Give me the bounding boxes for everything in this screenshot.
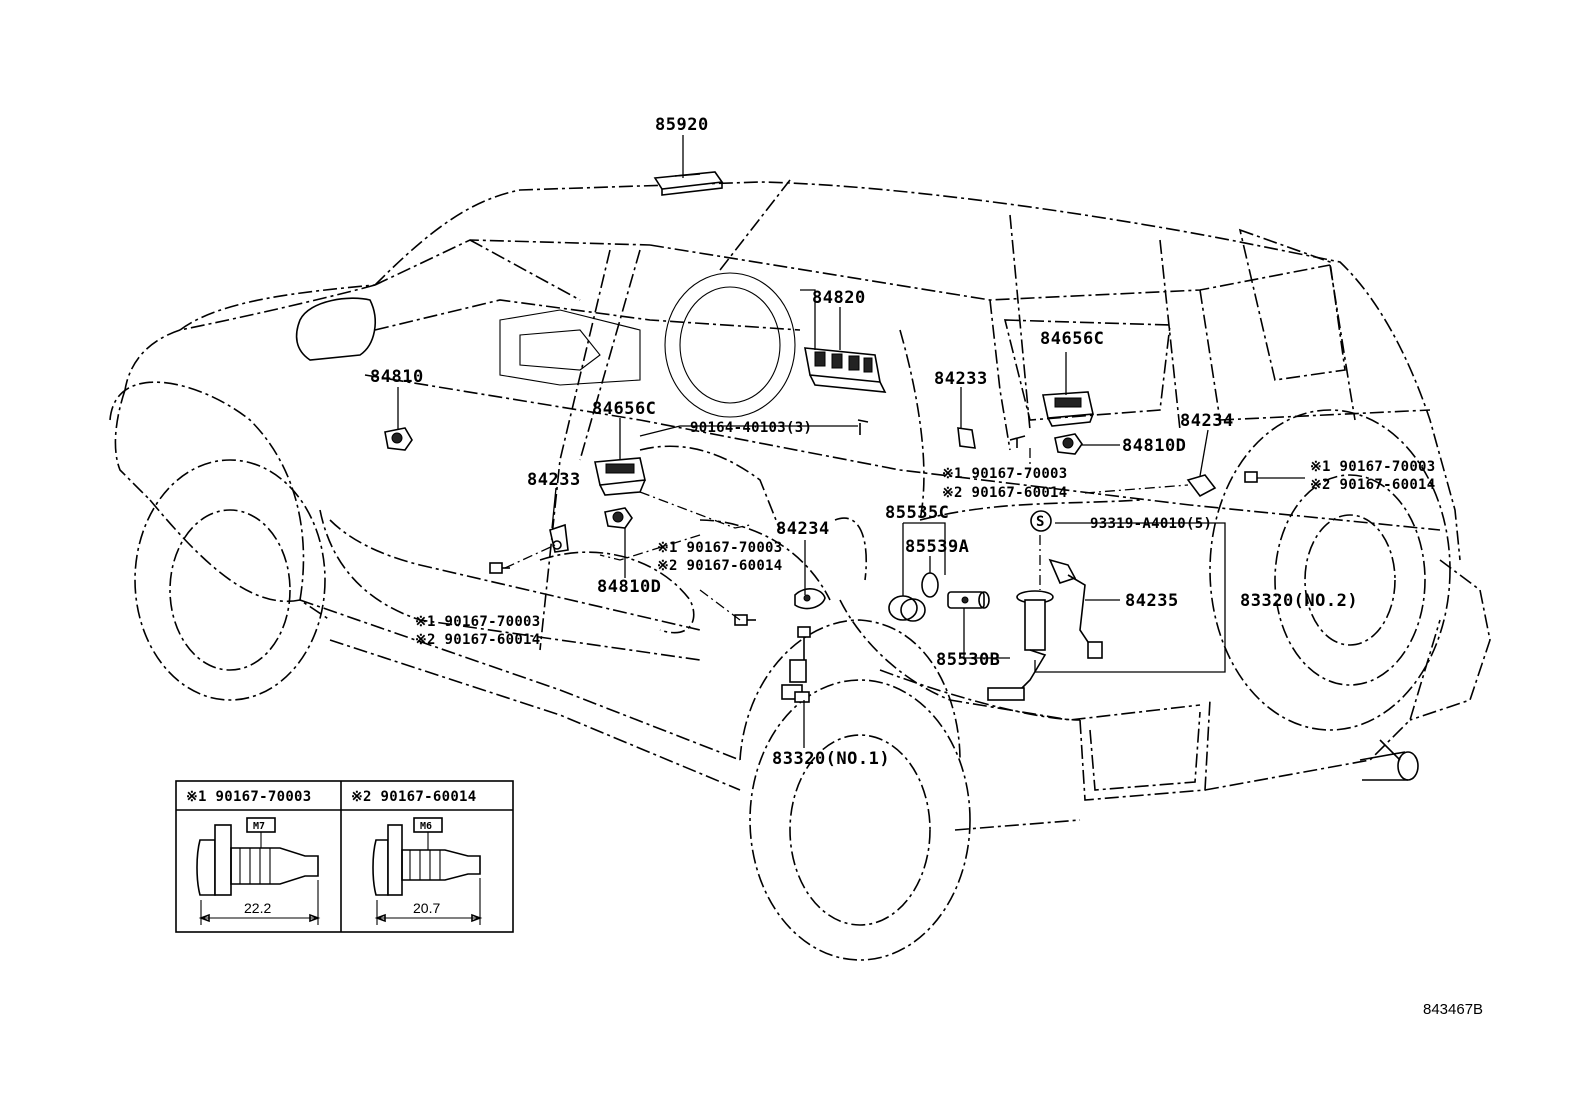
bolt-2-drawing: M6 20.7 <box>372 817 483 925</box>
label-84235: 84235 <box>1125 591 1179 611</box>
label-85535c: 85535C <box>885 503 949 523</box>
note-left-1: ※1 90167-70003 <box>415 614 541 630</box>
part-84810d-right-shape <box>1054 433 1083 455</box>
label-s-mark: S <box>1036 514 1045 530</box>
part-85535c-shape <box>888 595 926 622</box>
label-83320-no2: 83320(NO.2) <box>1240 591 1358 611</box>
part-85920-dome-lamp-shape <box>653 171 724 196</box>
part-84233-left-shape <box>549 523 569 553</box>
bolt-detail-table: ※1 90167-70003 ※2 90167-60014 M7 22.2 M6 <box>175 780 514 933</box>
part-83320-no1-shape <box>781 626 811 703</box>
note-rc-1: ※1 90167-70003 <box>942 466 1068 482</box>
bolt-2-thread: M6 <box>420 821 432 832</box>
label-84810: 84810 <box>370 367 424 387</box>
label-85530b: 85530B <box>936 650 1000 670</box>
bolt-1-drawing: M7 22.2 <box>196 817 321 925</box>
part-84810-mirror-switch-shape <box>384 427 413 451</box>
note-center-2: ※2 90167-60014 <box>657 558 783 574</box>
part-84234-right-shape <box>1186 474 1217 498</box>
part-labels: 85920 84820 84656C 84656C 84810 84233 84… <box>370 115 1436 769</box>
vehicle-body-outline <box>109 179 1491 961</box>
table-header-2: ※2 90167-60014 <box>351 789 477 805</box>
label-93319: 93319-A4010(5) <box>1090 516 1212 532</box>
label-84233-right: 84233 <box>934 369 988 389</box>
label-90164: 90164-40103(3) <box>690 420 812 436</box>
label-85920: 85920 <box>655 115 709 135</box>
figure-code: 843467B <box>1423 1001 1483 1018</box>
part-84820-master-switch-shape <box>804 347 887 393</box>
s-circle <box>1030 510 1052 532</box>
label-84656c-right: 84656C <box>1040 329 1104 349</box>
part-84233-right-shape <box>957 427 976 449</box>
label-84233-left: 84233 <box>527 470 581 490</box>
part-84656c-left-switch-shape <box>594 457 646 496</box>
part-85539a-shape <box>921 572 939 598</box>
part-84234-center-shape <box>794 588 826 610</box>
note-center-1: ※1 90167-70003 <box>657 540 783 556</box>
note-rr-2: ※2 90167-60014 <box>1310 477 1436 493</box>
label-84656c-left: 84656C <box>592 399 656 419</box>
bolt-1-thread: M7 <box>253 821 265 832</box>
note-rr-1: ※1 90167-70003 <box>1310 459 1436 475</box>
label-83320-no1: 83320(NO.1) <box>772 749 890 769</box>
label-84810d-left: 84810D <box>597 577 661 597</box>
label-84234-center: 84234 <box>776 519 830 539</box>
note-rc-2: ※2 90167-60014 <box>942 485 1068 501</box>
label-85539a: 85539A <box>905 537 969 557</box>
leader-lines <box>397 135 1305 748</box>
label-84810d-right: 84810D <box>1122 436 1186 456</box>
part-84235-shape <box>1048 558 1103 659</box>
part-83320-no2-shape <box>987 590 1054 701</box>
part-84810d-left-shape <box>604 507 633 529</box>
note-left-2: ※2 90167-60014 <box>415 632 541 648</box>
bolt-2-length: 20.7 <box>413 900 440 916</box>
part-84656c-right-switch-shape <box>1042 391 1094 427</box>
label-84820: 84820 <box>812 288 866 308</box>
bolt-1-length: 22.2 <box>244 900 271 916</box>
label-84234-right: 84234 <box>1180 411 1234 431</box>
table-header-1: ※1 90167-70003 <box>186 789 312 805</box>
part-85530b-shape <box>947 591 990 609</box>
